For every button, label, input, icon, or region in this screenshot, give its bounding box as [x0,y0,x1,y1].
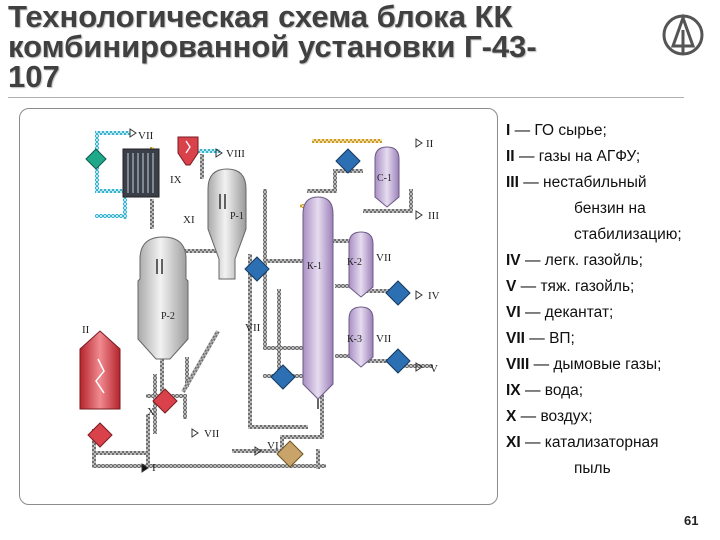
flow-arrows [129,128,423,473]
column-k1: К-1 [302,196,334,409]
legend-item-continuation: пыль [574,460,611,477]
cyclone [177,136,199,166]
reactor-p1-label: Р-1 [230,211,244,222]
title-line-2: комбинированной установки Г-43- [8,29,537,64]
column-k3-label: К-3 [347,334,362,345]
exchanger-blue-4 [385,348,411,374]
stream-label-vii-e: VII [204,428,220,440]
legend-item: IX — вода; [506,382,584,399]
column-k2: К-2 [347,231,374,298]
legend-item: VI — декантат; [506,304,614,321]
legend-item: II — газы на АГФУ; [506,148,641,165]
title-line-3: 107 [8,59,60,94]
exchanger-blue-2 [244,256,270,282]
exchanger-red-2 [87,422,113,448]
heat-recovery-boiler [122,148,160,198]
legend-item: VIII — дымовые газы; [506,356,662,373]
legend-item-continuation: бензин на [574,200,646,217]
stream-label-vii-c: VII [245,322,261,334]
legend-item-continuation: стабилизацию; [574,226,682,243]
legend-item: VII — ВП; [506,330,575,347]
exchanger-blue-3 [385,280,411,306]
reactor-p2: Р-2 [137,236,189,360]
title-divider [8,97,684,98]
column-k2-label: К-2 [347,257,362,268]
exchanger-red-1 [152,388,178,414]
legend-item: IV — легк. газойль; [506,252,643,269]
stream-label-iv: IV [428,290,440,302]
stream-legend: I — ГО сырье; II — газы на АГФУ; III — н… [506,118,716,482]
exchanger-blue-5 [270,364,296,390]
legend-item: V — тяж. газойль; [506,278,635,295]
column-k3: К-3 [347,306,374,368]
stream-label-viii: VIII [226,148,245,160]
reactor-p2-label: Р-2 [161,311,175,322]
legend-item: XI — катализаторная [506,434,659,451]
separator-c1: С-1 [374,146,400,208]
title-line-1: Технологическая схема блока КК [8,0,513,34]
process-flow-diagram: Р-1 Р-2 К-1 С-1 К-2 К-3 [79,128,440,474]
stream-label-ix: IX [170,174,182,186]
legend-item: X — воздух; [506,408,593,425]
stream-label-x: X [147,406,155,418]
stream-label-vii-a: VII [138,130,154,142]
heat-exchangers [85,148,411,468]
column-k1-label: К-1 [307,261,322,272]
stream-label-vii-d: VII [376,333,392,345]
process-diagram-frame: Р-1 Р-2 К-1 С-1 К-2 К-3 [19,108,498,505]
stream-label-ii-a: II [426,138,434,150]
stream-label-i: I [152,462,156,474]
exchanger-tan [276,440,304,468]
slide-title: Технологическая схема блока КК комбиниро… [8,0,648,94]
exchanger-blue-1 [335,148,361,174]
stream-label-vii-b: VII [376,252,392,264]
page-number: 61 [684,513,699,528]
stream-labels: VII VIII IX XI II III VII IV VII VII V I… [82,130,440,474]
exchanger-green [85,148,107,170]
stream-label-xi: XI [183,214,195,226]
stream-label-ii-b: II [82,324,90,336]
legend-item: III — нестабильный [506,174,647,191]
stream-label-vi: VI [267,440,279,452]
legend-item: I — ГО сырье; [506,122,607,139]
furnace [79,330,121,410]
stream-label-v: V [430,363,438,375]
stream-label-iii: III [428,210,439,222]
reactor-p1: Р-1 [207,168,247,280]
university-logo-icon [662,13,704,56]
separator-c1-label: С-1 [377,173,392,184]
